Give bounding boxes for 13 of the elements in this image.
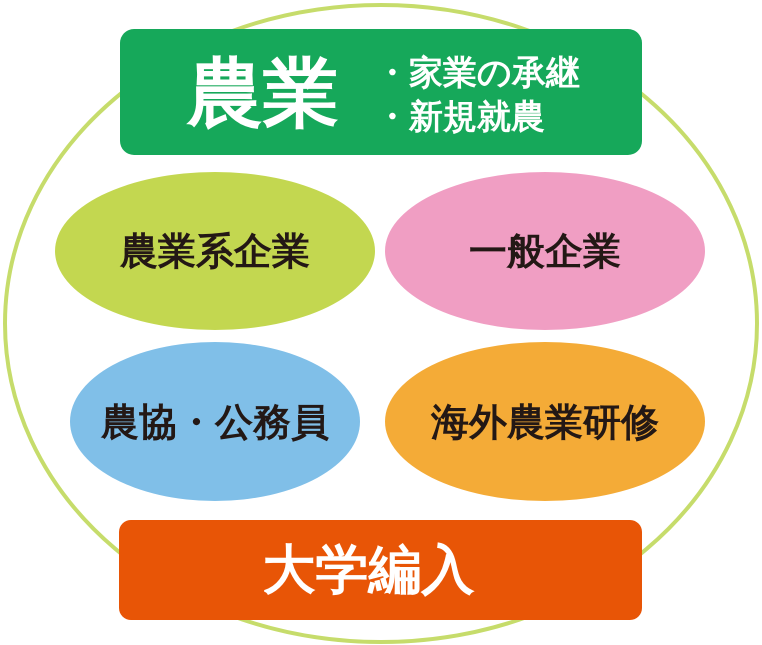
bullet-item: ・新規就農 (375, 100, 545, 134)
oval-label: 農業系企業 (120, 232, 310, 270)
option-label: 大学編入 (262, 544, 474, 596)
oval-label: 海外農業研修 (431, 402, 659, 440)
oval-shape (385, 172, 705, 330)
circle-outline (3, 3, 759, 644)
oval-shape (70, 342, 360, 501)
heading-title: 農業 (187, 55, 339, 131)
oval-label: 農協・公務員 (101, 402, 329, 440)
oval-shape (55, 172, 375, 330)
bullet-item: ・家業の承継 (375, 56, 580, 90)
oval-label: 一般企業 (469, 232, 621, 270)
oval-shape (385, 342, 705, 501)
